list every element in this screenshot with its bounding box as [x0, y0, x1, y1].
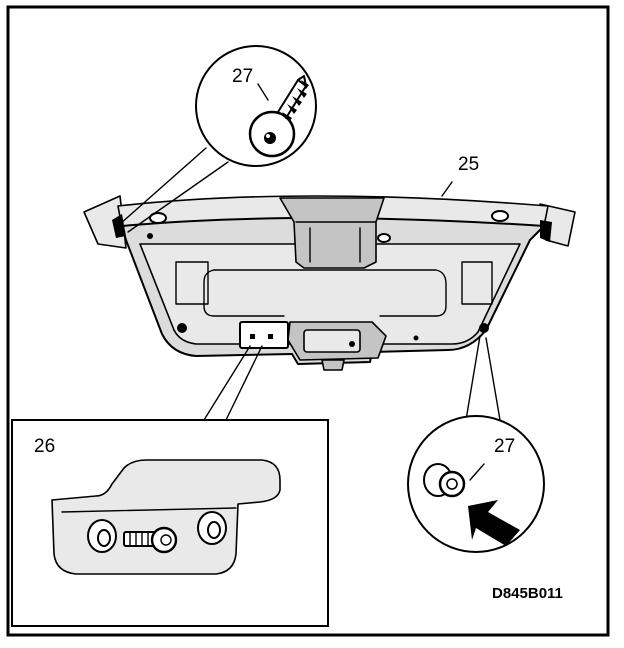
diagram-frame: [6, 5, 610, 637]
trim-panel-assembly: [83, 195, 576, 371]
screw-thread: [277, 75, 309, 122]
part-label-26: 26: [34, 436, 55, 457]
inset-clip-detail: 26: [11, 345, 329, 627]
callout-clip-right: 27: [407, 335, 545, 553]
part-label-27-top: 27: [232, 66, 253, 87]
callout-screw-top: 27: [119, 45, 317, 233]
panel-inner-face: [139, 243, 521, 345]
screw-hole: [147, 233, 153, 239]
screw-hole: [177, 323, 187, 333]
screw-hole: [479, 323, 489, 333]
push-arrow-icon: [468, 500, 520, 546]
figure-code: D845B011: [492, 585, 563, 602]
part-label-27-right: 27: [494, 436, 515, 457]
center-bracket: [279, 197, 385, 269]
screw-hole: [349, 341, 355, 347]
clip-recess: [239, 321, 289, 349]
part-label-25: 25: [458, 154, 479, 175]
clip-screw: [123, 526, 178, 554]
